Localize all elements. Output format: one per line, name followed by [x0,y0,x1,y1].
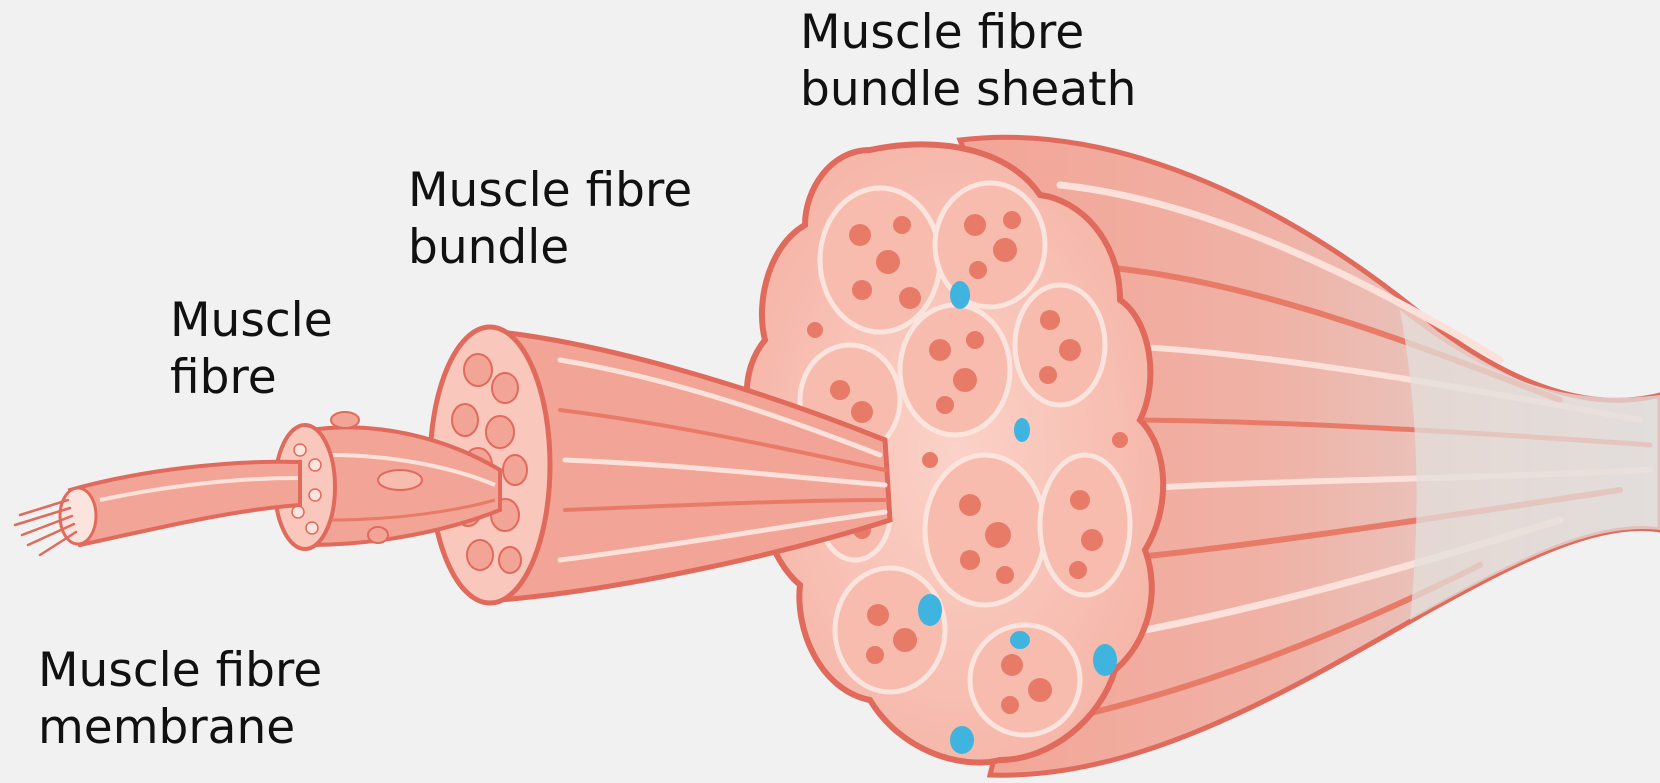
muscle-fibre-label: Muscle fibre [170,292,333,406]
fibre-bundle-label-line1: Muscle fibre [408,162,692,219]
membrane-end [60,488,96,544]
fibre-bundle-label: Muscle fibre bundle [408,162,692,276]
bundle-sheath-label-line1: Muscle fibre [800,4,1136,61]
muscle-fibre-label-line1: Muscle [170,292,333,349]
myofilaments [15,500,76,555]
bundle-sheath-label-line2: bundle sheath [800,61,1136,118]
membrane-label: Muscle fibre membrane [38,642,322,756]
fibre-bundle-label-line2: bundle [408,219,692,276]
membrane-label-line2: membrane [38,699,322,756]
membrane-label-line1: Muscle fibre [38,642,322,699]
nucleus [378,470,422,490]
bundle-sheath-label: Muscle fibre bundle sheath [800,4,1136,118]
muscle-fibre-membrane [15,462,300,555]
muscle-fibre-label-line2: fibre [170,349,333,406]
tendon [1400,310,1660,620]
membrane-body [70,462,300,545]
